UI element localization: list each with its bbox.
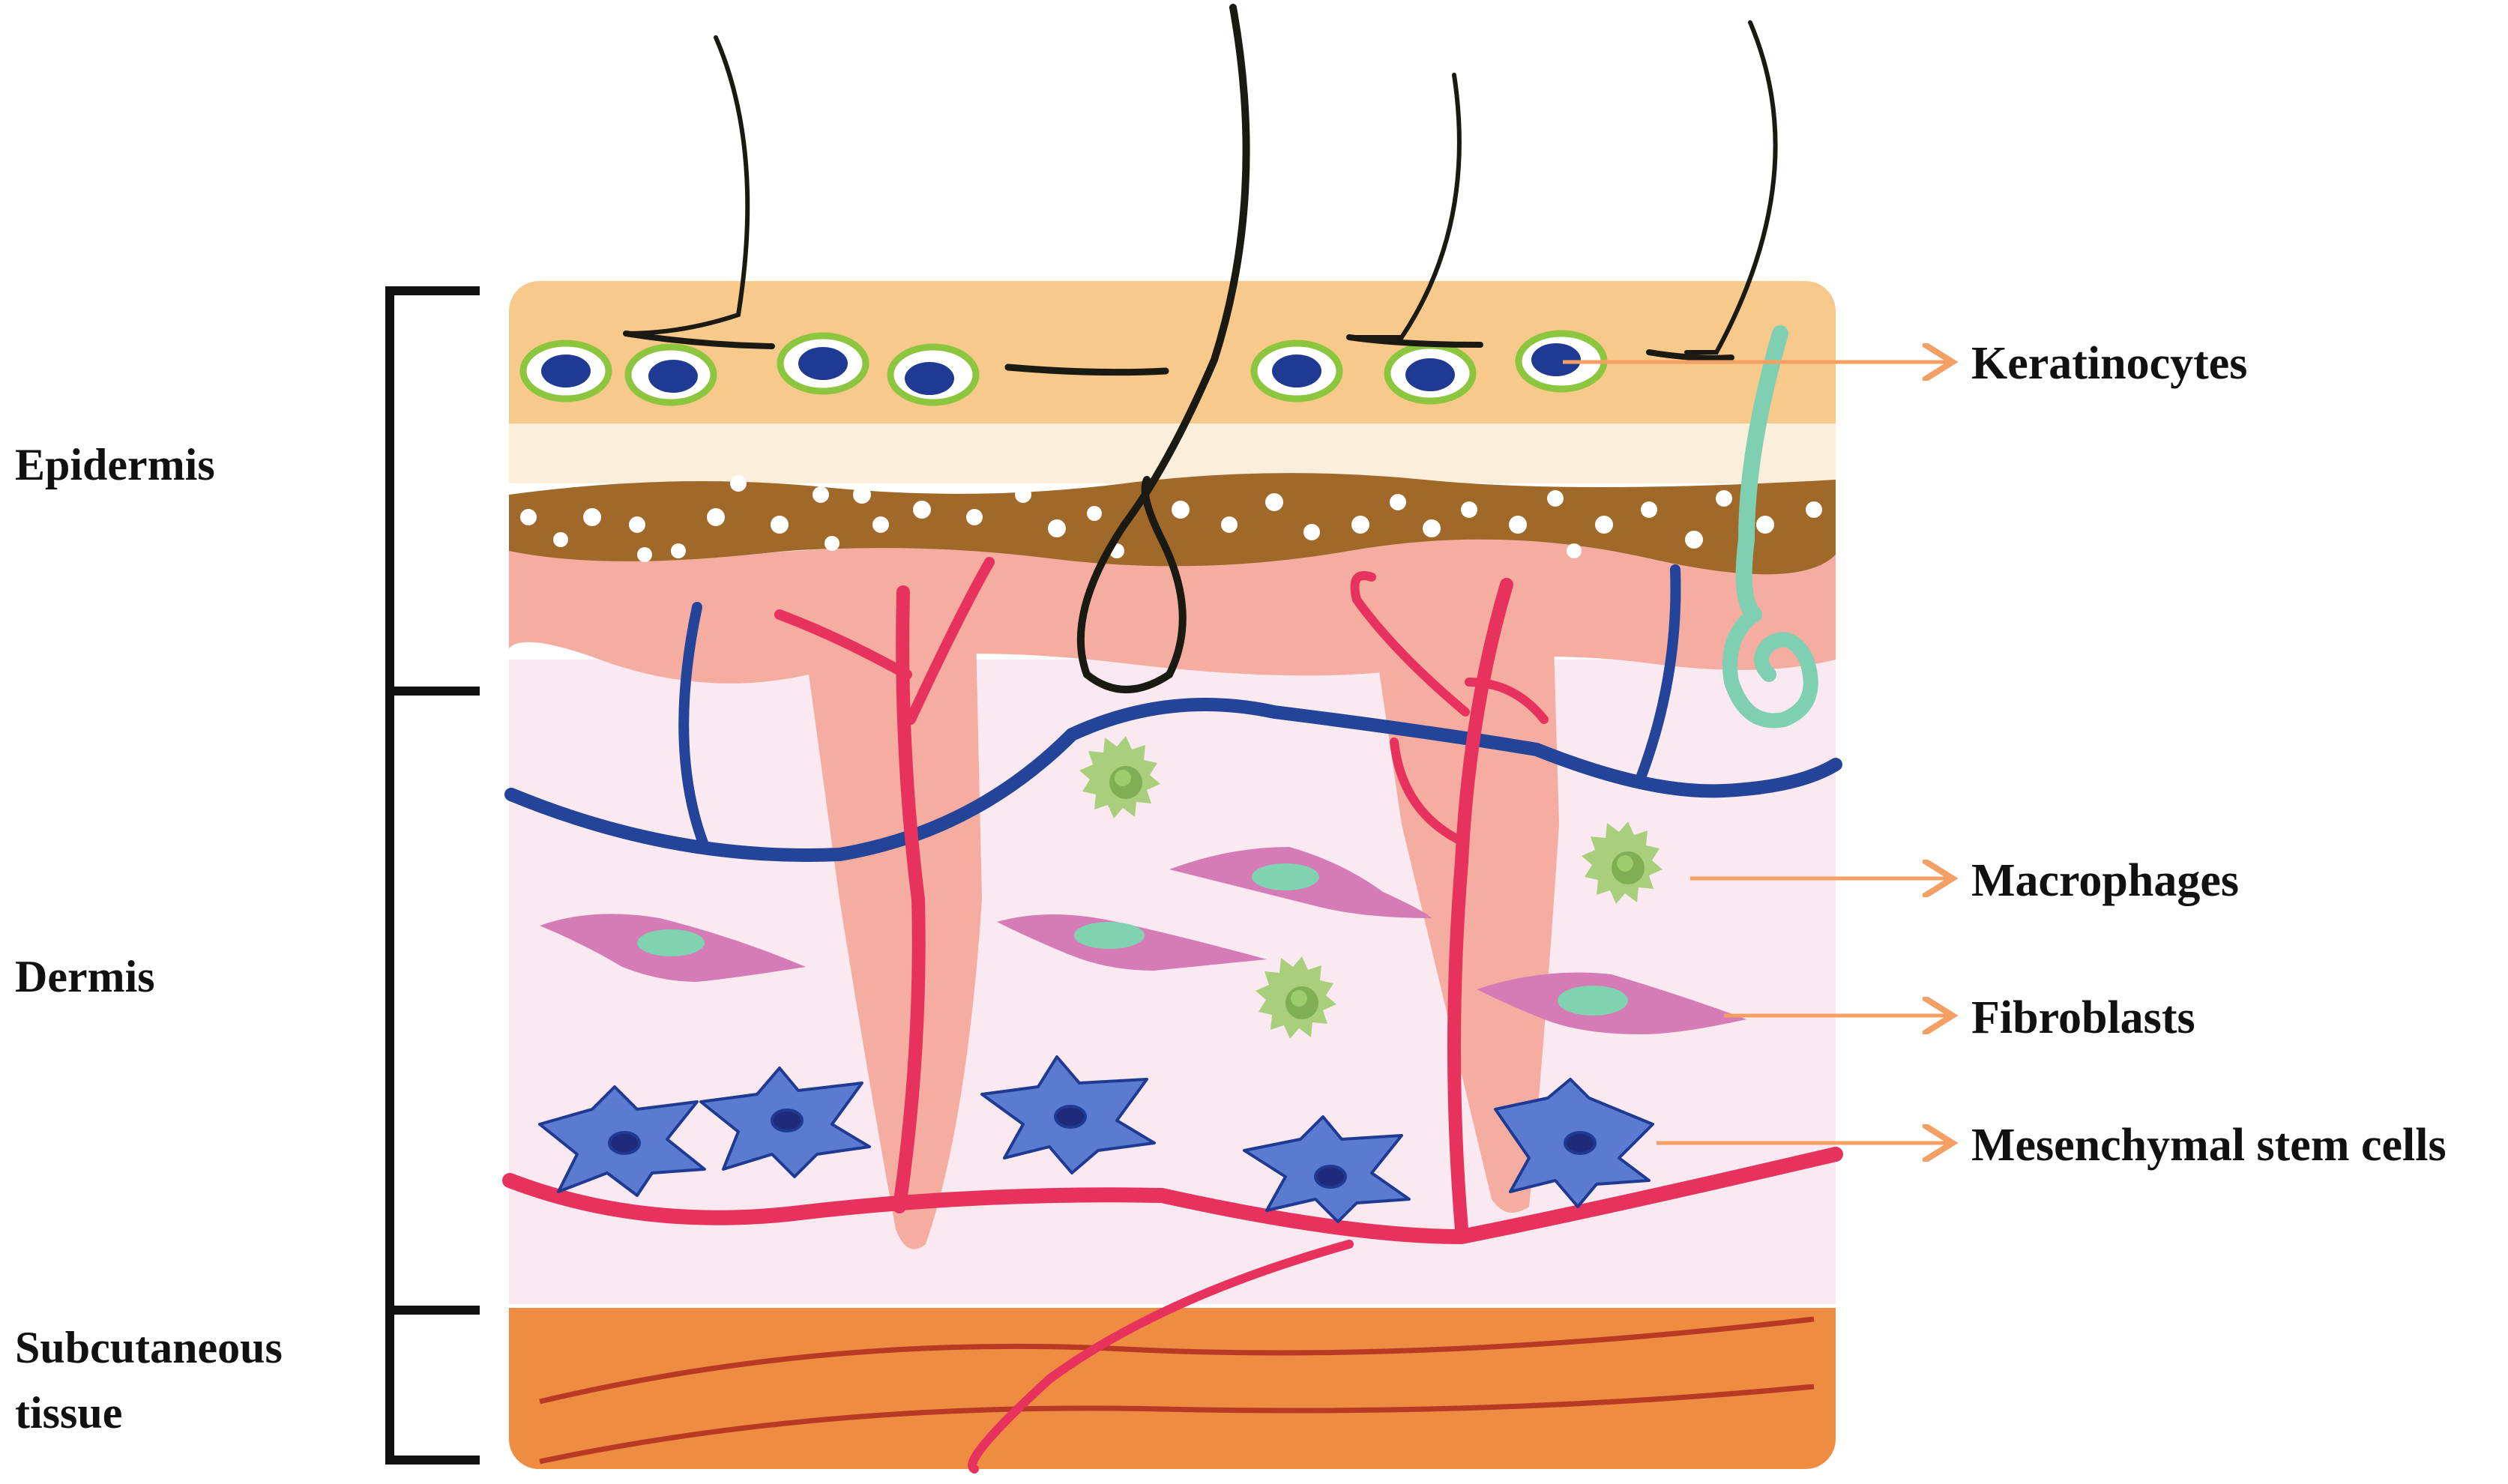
artery-vertical-left [893, 585, 926, 1213]
arteries [502, 557, 1843, 1474]
granules [520, 475, 1822, 562]
subcutaneous-strand [539, 1384, 1815, 1465]
keratinocyte [519, 340, 612, 402]
artery-branch [905, 557, 995, 725]
mesenchymal-stem-cell [538, 1085, 706, 1197]
hairs [623, 4, 1778, 693]
keratinocyte [777, 332, 869, 395]
msc-group [538, 1055, 1654, 1223]
artery-branch [774, 609, 912, 680]
artery-branch [1465, 678, 1549, 724]
keratinocyte [887, 343, 980, 406]
hair-shaft-flat [1346, 334, 1483, 348]
artery-to-subcutaneous [968, 1240, 1354, 1474]
artery-main [502, 1147, 1843, 1245]
artery-branch [1350, 571, 1470, 717]
vein-branch [678, 602, 710, 852]
hair-shaft-flat [1004, 364, 1169, 376]
artery-branch [1390, 738, 1462, 844]
artery-vertical-right [1447, 578, 1513, 1236]
hair-main [1076, 4, 1250, 693]
fibroblast [540, 914, 806, 982]
fibroblast [1477, 972, 1746, 1034]
keratinocyte-group [519, 330, 1608, 406]
subcutaneous-strand [539, 1316, 1815, 1405]
mesenchymal-stem-cell [1494, 1078, 1654, 1208]
sweat-gland [1722, 325, 1818, 729]
macrophages-label: Macrophages [1971, 855, 2239, 906]
mesenchymal-stem-cell [980, 1055, 1156, 1174]
fibroblast-group [540, 847, 1746, 1034]
hair-shaft-flat [1646, 349, 1734, 361]
stratum-corneum [509, 281, 1836, 427]
dermis-label: Dermis [15, 952, 155, 1001]
vein-main [504, 698, 1842, 862]
hair [624, 35, 750, 336]
layer-bracket [385, 286, 480, 1465]
keratinocyte [1250, 340, 1343, 402]
subcutaneous-label-line2: tissue [15, 1388, 122, 1438]
vein-branch [1636, 564, 1681, 781]
macrophage [1255, 956, 1336, 1039]
msc-label: Mesenchymal stem cells [1971, 1120, 2447, 1171]
mesenchymal-stem-cell [1243, 1115, 1411, 1223]
veins [504, 564, 1842, 862]
hair-shaft-flat [623, 331, 775, 349]
fibroblast [1169, 847, 1432, 918]
macrophage [1079, 736, 1160, 818]
leader-arrows [1563, 362, 1949, 1143]
epidermis-label: Epidermis [15, 440, 215, 489]
fibroblasts-label: Fibroblasts [1971, 992, 2195, 1043]
macrophage-group [1079, 736, 1663, 1039]
macrophage [1582, 821, 1663, 904]
subcutaneous-layer [509, 1308, 1836, 1469]
rete-peg-left [795, 570, 982, 1249]
keratinocyte [1384, 342, 1477, 405]
keratinocyte [624, 343, 717, 406]
reticular-dermis [509, 660, 1836, 1304]
hair [1684, 20, 1778, 355]
mesenchymal-stem-cell [699, 1067, 871, 1178]
fibroblast [997, 914, 1267, 971]
keratinocytes-label: Keratinocytes [1971, 338, 2247, 389]
subcutaneous-label-line1: Subcutaneous [15, 1323, 283, 1372]
